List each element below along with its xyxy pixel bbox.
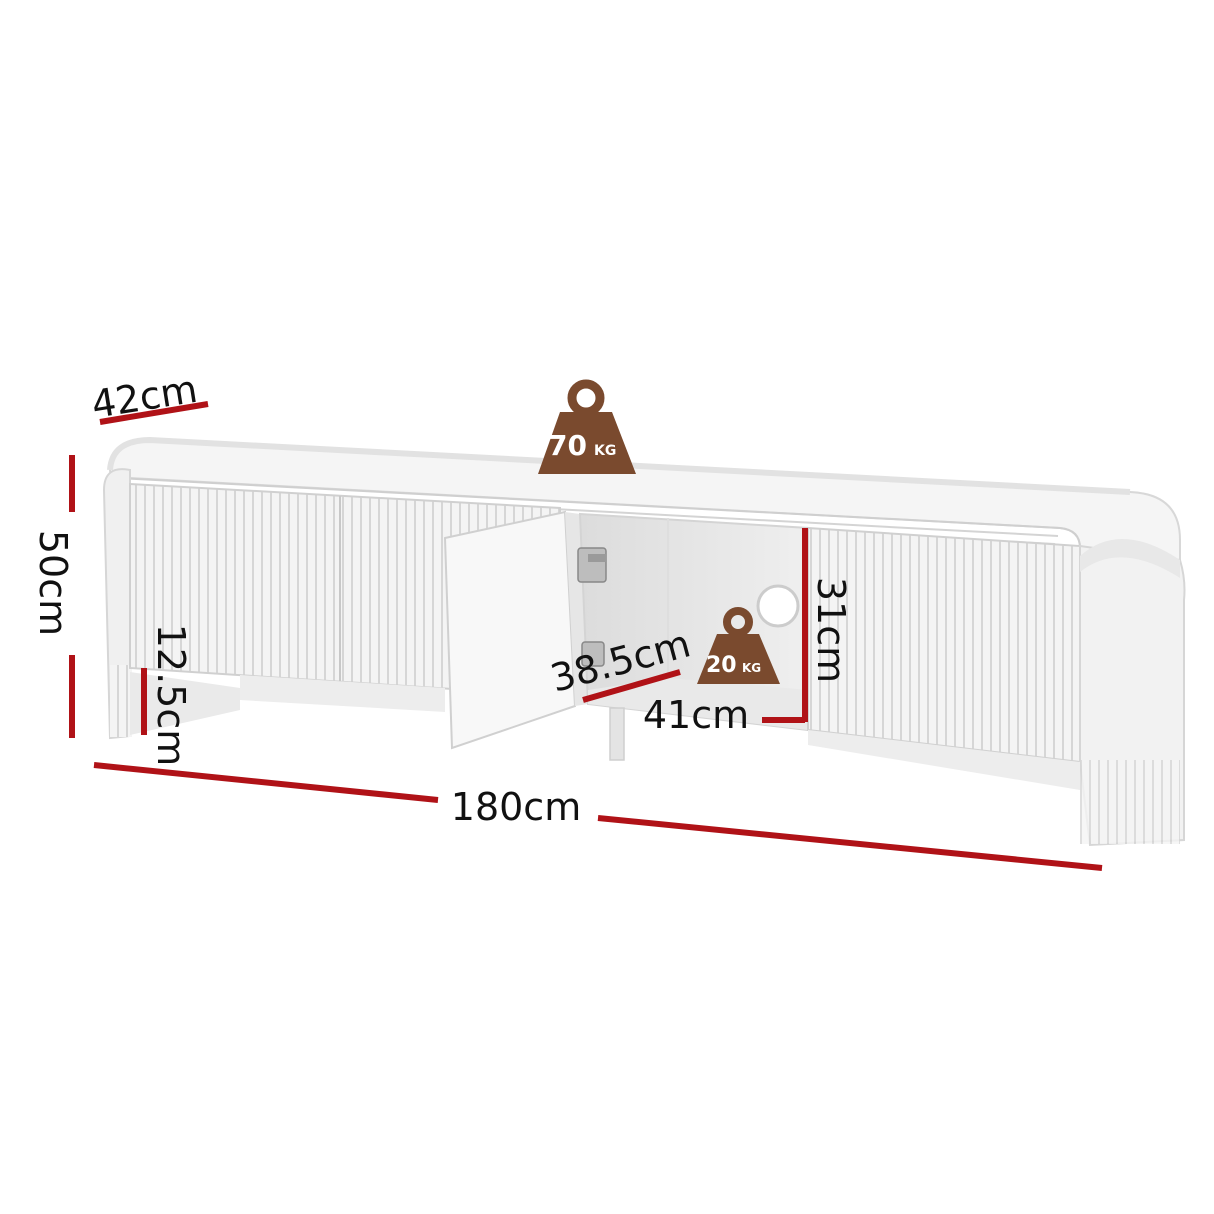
width-line-right xyxy=(597,815,1103,871)
depth-label: 42cm xyxy=(89,367,201,427)
center-leg xyxy=(609,707,625,761)
shelf-depth-line xyxy=(582,669,681,703)
hinge-icon xyxy=(581,641,605,667)
cable-hole-icon xyxy=(756,584,800,628)
cabinet-left-side xyxy=(102,468,240,740)
shelf-weight-unit: KG xyxy=(742,661,761,675)
top-weight-value: 70 xyxy=(548,429,587,462)
height-label: 50cm xyxy=(31,530,75,636)
hinge-icon xyxy=(577,547,607,583)
dimension-lines xyxy=(69,401,1103,871)
width-line-left xyxy=(93,762,439,803)
width-label: 180cm xyxy=(451,785,581,829)
top-weight-unit: KG xyxy=(594,443,616,459)
shelf-weight-value: 20 xyxy=(706,653,737,678)
depth-line xyxy=(99,401,209,425)
weight-icon: 20 KG xyxy=(697,607,780,684)
open-door xyxy=(443,510,588,750)
cabinet-right-side xyxy=(808,538,1186,847)
weight-icon: 70 KG xyxy=(538,379,636,474)
shelf-height-label: 31cm xyxy=(809,577,853,683)
leg-height-label: 12.5cm xyxy=(149,624,193,767)
shelf-width-label: 41cm xyxy=(643,693,749,737)
